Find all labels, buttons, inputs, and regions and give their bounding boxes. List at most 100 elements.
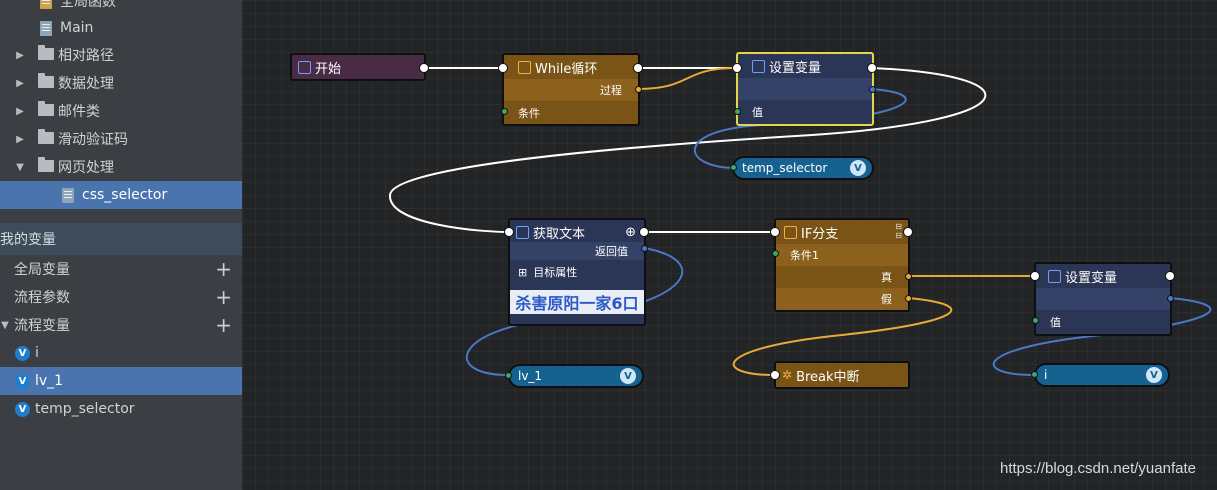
start-node[interactable]: 开始 [290,53,426,81]
port-label: 条件1 [790,249,819,262]
file-icon [40,20,52,36]
input-condition-row: 条件 [504,102,638,124]
set-variable-node[interactable]: 设置变量 值 [736,52,874,126]
data-in-pin[interactable] [1031,371,1038,378]
var-category-global[interactable]: 全局变量 + [0,255,242,283]
input-value-row: 值 [738,101,872,123]
chevron-right-icon[interactable]: ▶ [16,77,24,89]
var-category-process-params[interactable]: 流程参数 + [0,283,242,311]
folder-icon [38,129,54,144]
variable-name: i [1044,368,1048,382]
exec-in-pin[interactable] [770,370,780,380]
exec-out-pin[interactable] [1165,271,1175,281]
chevron-down-icon[interactable]: ▼ [1,319,9,331]
target-attribute-row[interactable]: ⊞ 目标属性 [510,260,644,284]
output-return-row: 返回值 [510,242,644,260]
data-in-pin[interactable] [1032,317,1039,324]
add-icon[interactable]: + [215,285,232,309]
data-in-pin[interactable] [734,108,741,115]
node-title: 获取文本 [533,226,586,242]
data-out-pin[interactable] [905,295,912,302]
while-loop-node[interactable]: While循环 过程 条件 [502,53,640,126]
tree-item-data-processing[interactable]: ▶ 数据处理 [0,69,242,97]
variable-node-lv-1[interactable]: lv_1 V [508,364,644,388]
port-label: 目标属性 [533,266,578,279]
variable-item-lv-1[interactable]: V lv_1 [0,367,242,395]
exec-out-pin[interactable] [633,63,643,73]
node-header: While循环 [504,55,638,79]
section-title: 我的变量 [0,232,56,248]
tree-item-css-selector[interactable]: css_selector [0,181,242,209]
tree-item-global-functions[interactable]: 全局函数 [0,0,242,15]
folder-icon [38,101,54,116]
exec-in-pin[interactable] [498,63,508,73]
data-in-pin[interactable] [501,108,508,115]
function-file-icon [40,0,52,9]
node-title: IF分支 [801,226,839,242]
data-out-pin[interactable] [635,86,642,93]
tree-item-label: css_selector [82,187,168,203]
crosshair-icon[interactable]: ⊕ [625,225,636,240]
add-icon[interactable]: + [215,313,232,337]
data-out-pin[interactable] [641,245,648,252]
tree-item-label: 相对路径 [58,48,114,64]
expand-icon[interactable]: ⊞ [518,265,528,279]
chevron-right-icon[interactable]: ▶ [16,49,24,61]
exec-out-pin[interactable] [419,63,429,73]
chevron-down-icon[interactable]: V [850,160,866,176]
tree-item-relative-path[interactable]: ▶ 相对路径 [0,41,242,69]
variable-icon: V [15,401,30,417]
tree-item-web-processing[interactable]: ▼ 网页处理 [0,153,242,181]
chevron-down-icon[interactable]: V [620,368,636,384]
data-in-pin[interactable] [505,372,512,379]
variable-item-temp-selector[interactable]: V temp_selector [0,395,242,423]
exec-out-pin[interactable] [903,227,913,237]
chevron-down-icon[interactable]: V [1146,367,1162,383]
var-category-process-vars[interactable]: ▼ 流程变量 + [0,311,242,339]
folder-open-icon [38,157,54,172]
tree-item-mail[interactable]: ▶ 邮件类 [0,97,242,125]
variable-icon: V [15,345,30,361]
chevron-down-icon[interactable]: ▼ [16,161,24,173]
exec-out-pin[interactable] [639,227,649,237]
node-header: ✲ Break中断 [776,363,908,387]
port-label: 条件 [518,107,540,120]
set-variable-icon [752,59,765,73]
exec-in-pin[interactable] [732,63,742,73]
output-row [738,78,872,100]
exec-in-pin[interactable] [770,227,780,237]
chevron-right-icon[interactable]: ▶ [16,105,24,117]
if-branch-node[interactable]: IF分支 ⊟⊟ 条件1 真 假 [774,218,910,312]
collapse-icon[interactable]: ⊟⊟ [895,222,902,240]
data-out-pin[interactable] [1167,295,1174,302]
flow-canvas[interactable]: 开始 While循环 过程 条件 设置变量 [242,0,1217,490]
add-icon[interactable]: + [215,257,232,281]
node-header: 获取文本 ⊕ [510,220,644,244]
node-header: IF分支 ⊟⊟ [776,220,908,244]
exec-wire [388,67,987,233]
tree-item-label: 网页处理 [58,160,114,176]
variable-name: lv_1 [518,369,543,383]
variables-section-header[interactable]: 我的变量 [0,223,242,255]
sidebar: 全局函数 Main ▶ 相对路径 ▶ 数据处理 ▶ 邮件类 [0,0,242,490]
node-title: Break中断 [796,369,860,385]
data-in-pin[interactable] [730,164,737,171]
tree-item-main[interactable]: Main [0,14,242,42]
data-out-pin[interactable] [905,273,912,280]
tree-item-slider-captcha[interactable]: ▶ 滑动验证码 [0,125,242,153]
tree-item-label: 邮件类 [58,104,100,120]
data-out-pin[interactable] [869,86,876,93]
variable-node-i[interactable]: i V [1034,363,1170,387]
node-header: 设置变量 [738,54,872,78]
break-node[interactable]: ✲ Break中断 [774,361,910,389]
chevron-right-icon[interactable]: ▶ [16,133,24,145]
set-variable-node-2[interactable]: 设置变量 值 [1034,262,1172,336]
exec-in-pin[interactable] [504,227,514,237]
port-label: 值 [1050,316,1061,329]
data-in-pin[interactable] [772,250,779,257]
exec-in-pin[interactable] [1030,271,1040,281]
get-text-node[interactable]: 获取文本 ⊕ 返回值 ⊞ 目标属性 杀害原阳一家6口 [508,218,646,326]
variable-item-i[interactable]: V i [0,339,242,367]
variable-node-temp-selector[interactable]: temp_selector V [732,156,874,180]
exec-out-pin[interactable] [867,63,877,73]
